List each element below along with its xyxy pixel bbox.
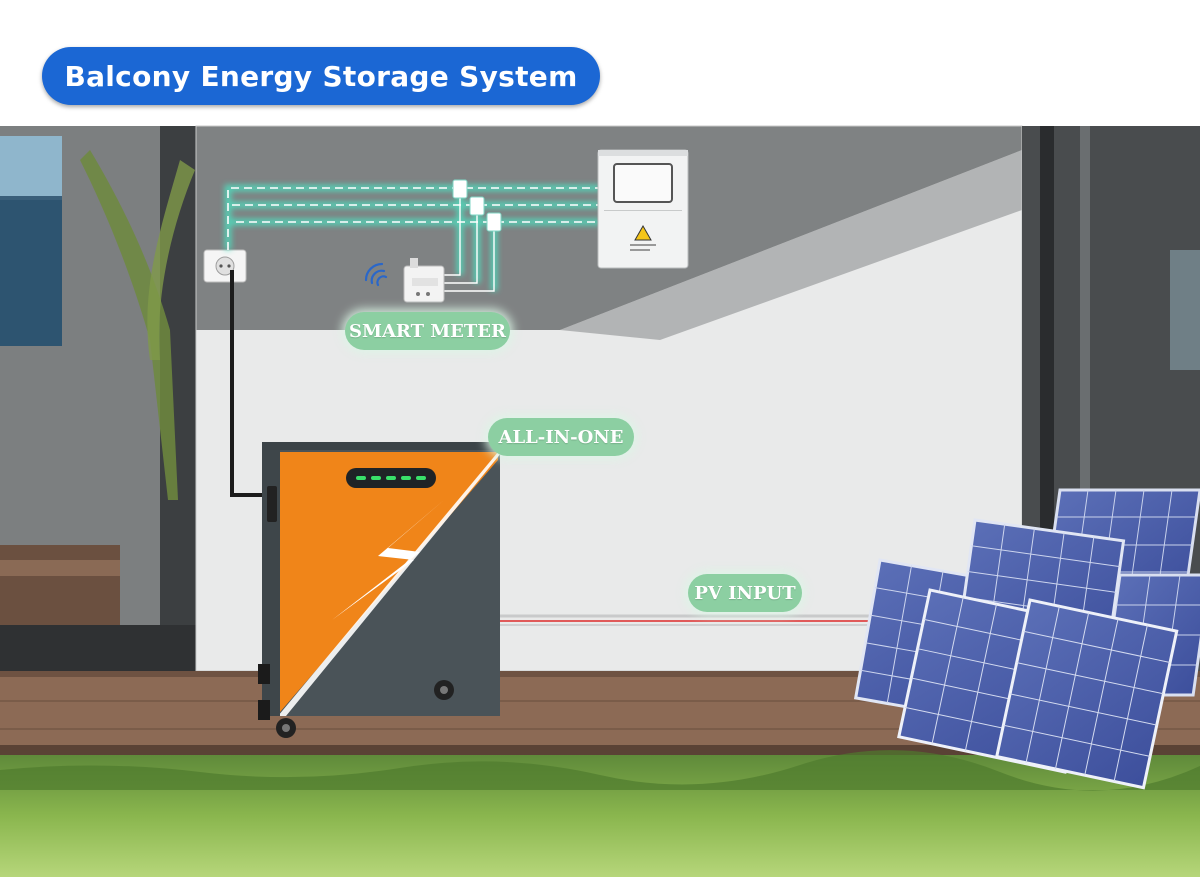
interior-window [0, 126, 196, 671]
battery-unit [258, 442, 502, 738]
wheels [258, 664, 454, 738]
pv-cables [500, 614, 880, 626]
smart-meter-label: SMART METER [345, 312, 510, 350]
power-socket-icon [203, 249, 247, 283]
power-cable [230, 270, 262, 497]
glowing-wires [224, 179, 600, 292]
pv-input-label: PV INPUT [688, 574, 802, 612]
wifi-signal-icon [364, 262, 388, 287]
warning-icon [634, 224, 652, 241]
all-in-one-label-text: ALL-IN-ONE [498, 426, 624, 448]
page-title: Balcony Energy Storage System [64, 59, 578, 93]
led-indicators [356, 476, 426, 480]
distribution-box [597, 149, 689, 269]
title-banner: Balcony Energy Storage System [42, 47, 600, 105]
grass [0, 750, 1200, 877]
smart-meter-label-text: SMART METER [349, 320, 506, 342]
smart-meter-device [403, 258, 445, 303]
all-in-one-label: ALL-IN-ONE [488, 418, 634, 456]
solar-panels [853, 488, 1200, 790]
pv-input-label-text: PV INPUT [694, 582, 796, 604]
